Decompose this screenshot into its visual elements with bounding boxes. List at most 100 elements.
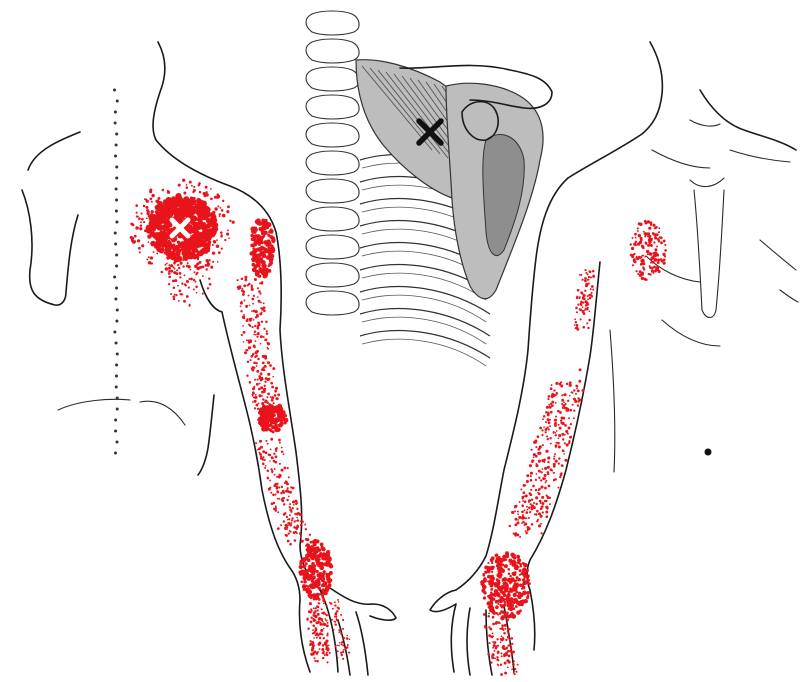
pain-dot: [504, 628, 506, 630]
pain-dot: [553, 463, 556, 466]
pain-dot: [287, 541, 289, 543]
pain-dot: [575, 327, 577, 329]
pain-dot: [514, 583, 516, 585]
pain-dot: [583, 312, 586, 315]
rib: [362, 339, 486, 366]
pain-dot: [294, 513, 296, 515]
pain-dot: [573, 417, 575, 419]
front-neck-left: [568, 42, 662, 178]
pain-dot: [167, 190, 169, 192]
pain-dot: [288, 496, 290, 498]
pain-dot: [326, 661, 328, 663]
pain-dot: [580, 303, 582, 305]
pain-dot: [313, 554, 318, 559]
pain-dot: [221, 209, 224, 212]
pain-dot: [300, 520, 302, 522]
pain-dot: [246, 339, 248, 341]
pain-dot: [652, 261, 655, 264]
pain-dot: [637, 227, 639, 229]
pain-dot: [214, 196, 217, 199]
pain-dot: [210, 230, 213, 233]
pain-dot: [496, 638, 498, 640]
pain-dot: [578, 380, 581, 383]
pain-dot: [302, 557, 306, 561]
pain-dot: [634, 233, 637, 236]
pain-dot: [317, 573, 321, 577]
pain-dot: [316, 582, 320, 586]
pain-dot: [241, 289, 244, 292]
pain-dot: [253, 386, 255, 388]
pain-dot: [323, 623, 326, 626]
pain-dot: [255, 394, 257, 396]
pain-dot: [528, 501, 530, 503]
pain-dot: [273, 460, 276, 463]
pain-dot: [325, 640, 328, 643]
pain-dot: [341, 643, 343, 645]
pain-dot: [177, 241, 179, 243]
pain-dot: [245, 279, 248, 282]
pain-dot: [268, 239, 271, 242]
pain-dot: [179, 290, 182, 293]
pain-dot: [285, 534, 288, 537]
pain-dot: [151, 201, 153, 203]
pain-dot: [177, 264, 179, 266]
pain-dot: [641, 263, 644, 266]
pain-dot: [508, 559, 512, 563]
pain-dot: [153, 232, 156, 235]
pain-dot: [206, 259, 209, 262]
pain-dot: [193, 248, 196, 251]
pain-dot: [538, 477, 540, 479]
pain-dot: [587, 303, 590, 306]
pain-dot: [192, 242, 195, 245]
pain-dot: [542, 477, 545, 480]
pain-dot: [130, 223, 133, 226]
pain-dot: [271, 399, 274, 402]
sternum: [690, 178, 724, 318]
pain-dot: [497, 603, 499, 605]
pain-dot: [264, 272, 267, 275]
vertebra: [306, 291, 359, 315]
pain-dot: [560, 419, 562, 421]
pain-dot: [287, 487, 289, 489]
pain-dot: [162, 225, 165, 228]
pain-dot: [531, 449, 533, 451]
pain-dot: [212, 211, 215, 214]
pain-dot: [258, 243, 261, 246]
pain-dot: [582, 306, 584, 308]
pain-dot: [187, 253, 189, 255]
pain-dot: [280, 421, 284, 425]
pain-dot: [314, 632, 316, 634]
pain-dot: [166, 199, 168, 201]
pain-dot: [265, 377, 268, 380]
pain-dot: [544, 500, 547, 503]
pain-dot: [257, 322, 260, 325]
pain-dot: [311, 617, 313, 619]
pain-dot: [283, 503, 285, 505]
pain-dot: [519, 569, 522, 572]
pain-dot: [321, 544, 324, 547]
pain-dot: [148, 241, 150, 243]
pain-dot: [654, 236, 657, 239]
pain-dot: [179, 272, 182, 275]
back-arm-elbow: [198, 395, 214, 475]
pain-dot: [334, 601, 336, 603]
pain-dot: [305, 528, 307, 530]
pain-dot: [325, 620, 327, 622]
pain-dot: [505, 590, 508, 593]
pain-dot: [256, 383, 259, 386]
pain-dot: [644, 235, 646, 237]
pain-dot: [241, 288, 243, 290]
pain-dot: [638, 234, 641, 237]
pain-dot: [565, 410, 567, 412]
pain-dot: [553, 458, 555, 460]
pain-dot: [318, 563, 322, 567]
pain-dot: [490, 597, 493, 600]
pain-dot: [291, 522, 293, 524]
pain-dot: [146, 209, 149, 212]
pain-dot: [582, 301, 584, 303]
pain-dot: [271, 502, 274, 505]
pain-dot: [263, 336, 265, 338]
pain-dot: [289, 503, 291, 505]
pain-dot: [533, 441, 536, 444]
pain-dot: [550, 387, 553, 390]
